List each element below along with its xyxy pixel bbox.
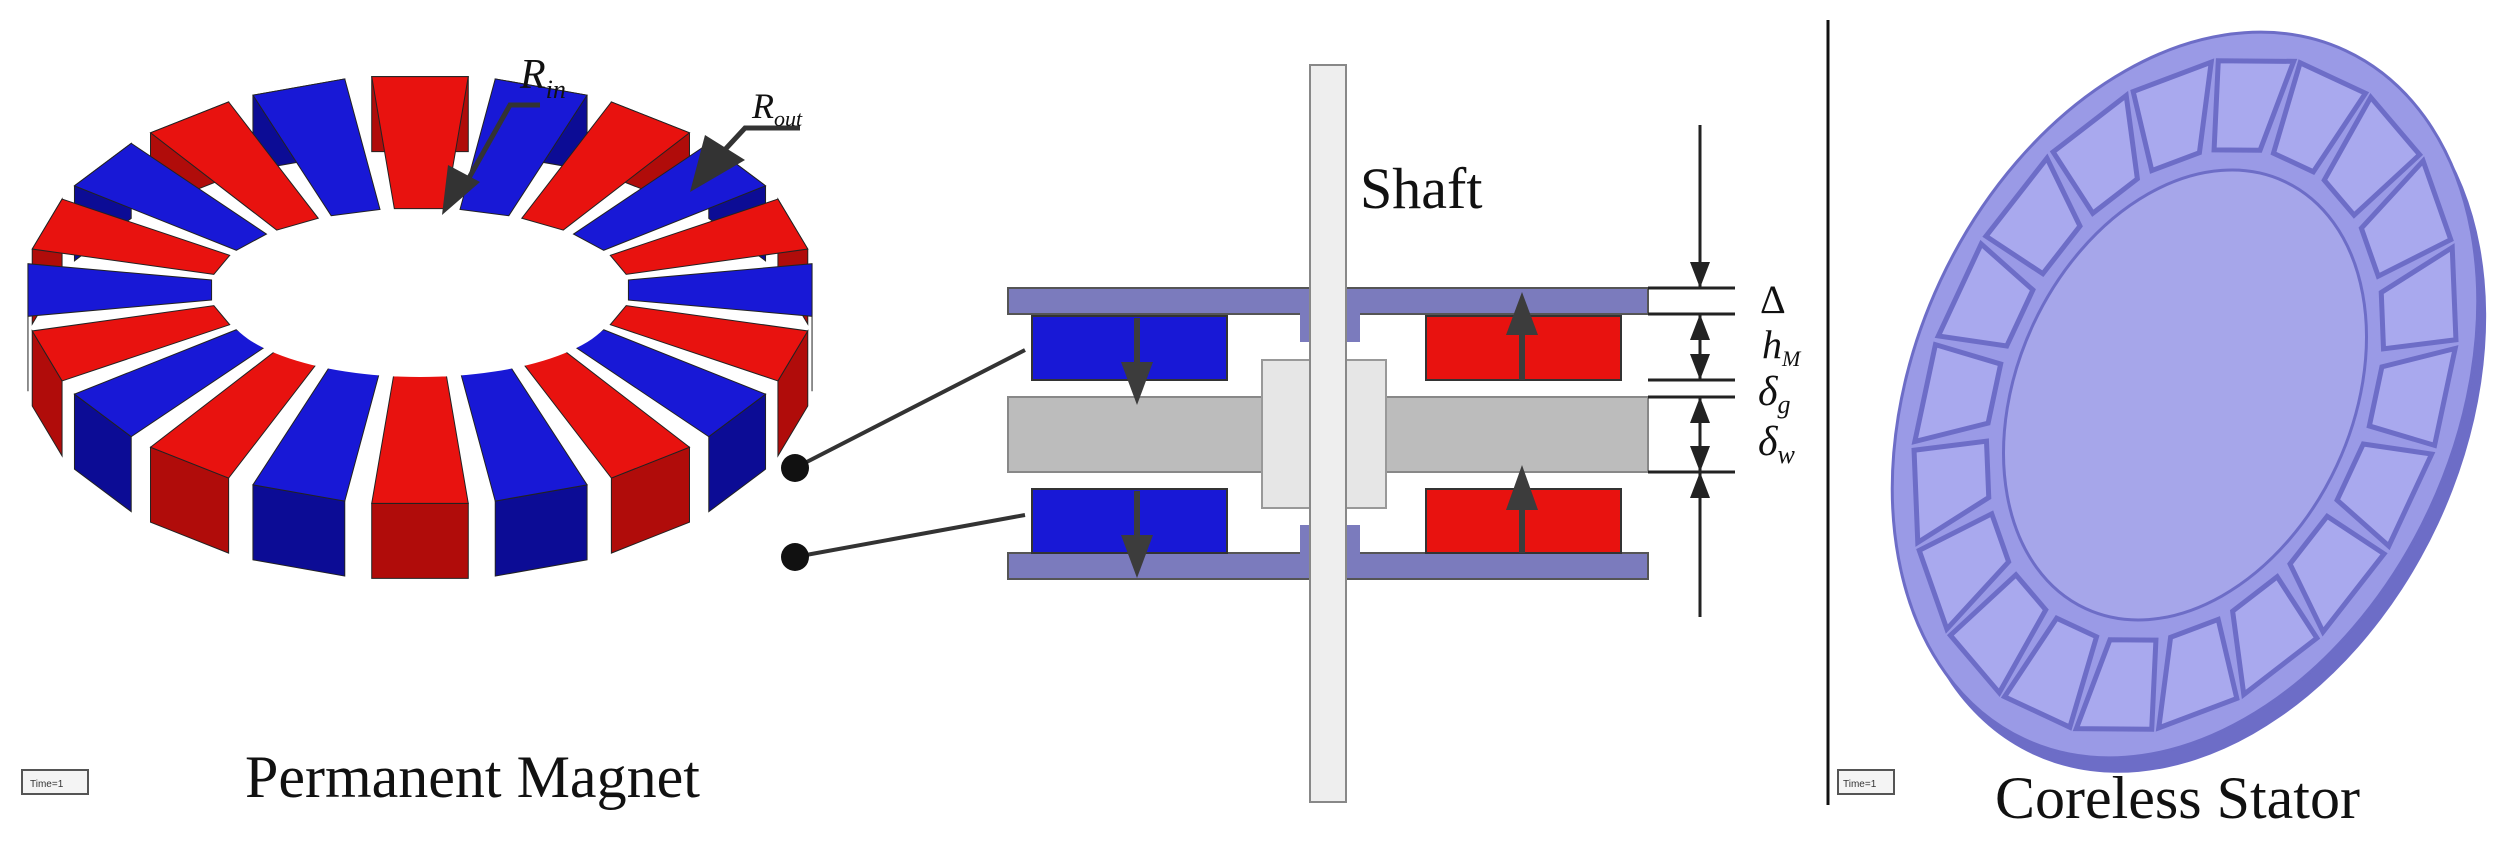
magnet-block-red	[149, 101, 320, 231]
stator-coil	[1916, 510, 2012, 634]
magnet-block-red	[371, 370, 469, 504]
stator-coil	[2211, 58, 2298, 153]
svg-text:Time=1: Time=1	[30, 779, 64, 790]
magnet-block-red	[371, 76, 469, 210]
magnet-block-side	[371, 502, 469, 579]
stator-center	[2002, 168, 2368, 622]
stator-coil	[1911, 341, 2004, 445]
coreless-stator-caption: Coreless Stator	[1995, 765, 2360, 831]
stator-coil	[2321, 92, 2424, 219]
r-out-pointer	[690, 125, 800, 192]
coreless-stator	[1890, 30, 2487, 773]
dimension-arrowheads	[1690, 262, 1710, 498]
stator-coil	[1934, 239, 2036, 349]
dimension-annotations	[1648, 125, 1735, 617]
stator-coil	[2366, 345, 2459, 449]
stator-coil	[2358, 156, 2454, 280]
stator-coil	[2287, 512, 2388, 637]
stator-coil	[2229, 573, 2321, 700]
permanent-magnet-caption: Permanent Magnet	[245, 744, 700, 810]
stator-coil	[2334, 441, 2436, 551]
stator-coil	[1946, 571, 2049, 698]
magnet-block-red	[609, 198, 809, 275]
connector-line-upper	[794, 348, 1026, 470]
magnet-block-blue	[627, 263, 813, 317]
magnet-block-red	[31, 198, 231, 275]
stator-coil	[1982, 153, 2083, 278]
stator-coil	[2049, 90, 2141, 217]
magnet-block-blue	[27, 263, 213, 317]
connector-dot-lower	[781, 543, 809, 571]
time-tag-left: Time=1	[21, 769, 89, 795]
time-tag-right: Time=1	[1837, 769, 1895, 795]
magnet-block-red	[31, 305, 231, 382]
magnet-ring-hole	[225, 233, 615, 377]
magnetization-arrow-up-lower	[1506, 465, 1538, 553]
stator-coil	[2155, 616, 2240, 732]
magnet-block-blue	[459, 78, 588, 217]
stator-coil	[2130, 58, 2215, 174]
stator-coil	[2000, 615, 2100, 731]
stator-coil	[2270, 59, 2370, 175]
svg-text:Time=1: Time=1	[1843, 779, 1877, 790]
delta-label: Δ	[1760, 277, 1786, 322]
delta-w-label: δw	[1758, 419, 1796, 469]
connector-dot-upper	[781, 454, 809, 482]
connector-line-lower	[794, 513, 1026, 559]
magnet-block-blue	[252, 78, 381, 217]
delta-g-label: δg	[1758, 369, 1791, 419]
magnet-block-blue	[73, 142, 268, 251]
shaft-label: Shaft	[1360, 156, 1482, 221]
h-m-label: hM	[1762, 322, 1802, 371]
shaft	[1309, 64, 1347, 803]
magnetization-arrow-up-upper	[1506, 292, 1538, 380]
magnetization-arrow-down-upper	[1121, 318, 1153, 405]
r-in-pointer	[442, 102, 540, 215]
cross-section: Shaft	[1007, 64, 1649, 803]
r-in-label: Rin	[519, 52, 566, 104]
stator-coil	[1911, 438, 1992, 547]
stator-coil	[2072, 637, 2159, 732]
magnet-block-red	[520, 101, 691, 231]
magnet-block-red	[609, 305, 809, 382]
magnetization-arrow-down-lower	[1121, 491, 1153, 578]
r-out-label: Rout	[751, 86, 803, 131]
stator-coil	[2378, 243, 2459, 352]
permanent-magnet-ring	[27, 76, 813, 579]
